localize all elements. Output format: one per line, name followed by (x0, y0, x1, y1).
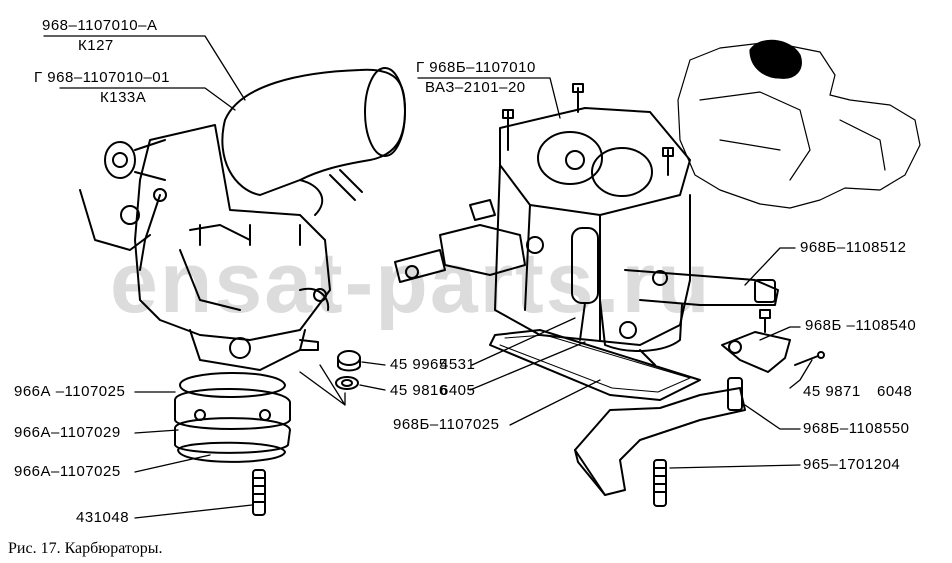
label-part-6048: 6048 (877, 383, 913, 400)
label-part-45-9816: 45 9816 (390, 382, 448, 399)
label-part-45-9871: 45 9871 (803, 383, 861, 400)
label-part-968b-1107025: 968Б–1107025 (393, 416, 500, 433)
label-k133a: К133А (100, 89, 147, 106)
label-vaz-2101-20: ВАЗ–2101–20 (425, 79, 526, 96)
watermark-text: ensat-parts.ru (110, 235, 712, 331)
label-part-431048: 431048 (76, 509, 130, 526)
figure-caption: Рис. 17. Карбюраторы. (8, 540, 163, 557)
label-part-6405: 6405 (440, 382, 476, 399)
label-part-4531: 4531 (440, 356, 476, 373)
label-k127: К127 (78, 37, 114, 54)
label-part-g-968b-1107010: Г 968Б–1107010 (416, 59, 536, 76)
label-part-966a-1107025-bottom: 966А–1107025 (14, 463, 121, 480)
label-part-966a-1107025-top: 966А –1107025 (14, 383, 126, 400)
label-part-965-1701204: 965–1701204 (803, 456, 901, 473)
label-part-968b-1108550: 968Б–1108550 (803, 420, 910, 437)
label-part-45-9965: 45 9965 (390, 356, 448, 373)
label-part-g-968-1107010-01: Г 968–1107010–01 (34, 69, 170, 86)
engine-location-thumbnail (677, 39, 921, 209)
label-part-966a-1107029: 966А–1107029 (14, 424, 121, 441)
leader-lines (43, 35, 813, 519)
label-part-968-1107010-a: 968–1107010–А (42, 17, 158, 34)
label-part-968b-1108512: 968Б–1108512 (800, 239, 907, 256)
right-carburetor (394, 83, 825, 507)
label-part-968b-1108540: 968Б –1108540 (805, 317, 917, 334)
left-carburetor (79, 67, 406, 516)
nut-and-washer (335, 350, 361, 390)
